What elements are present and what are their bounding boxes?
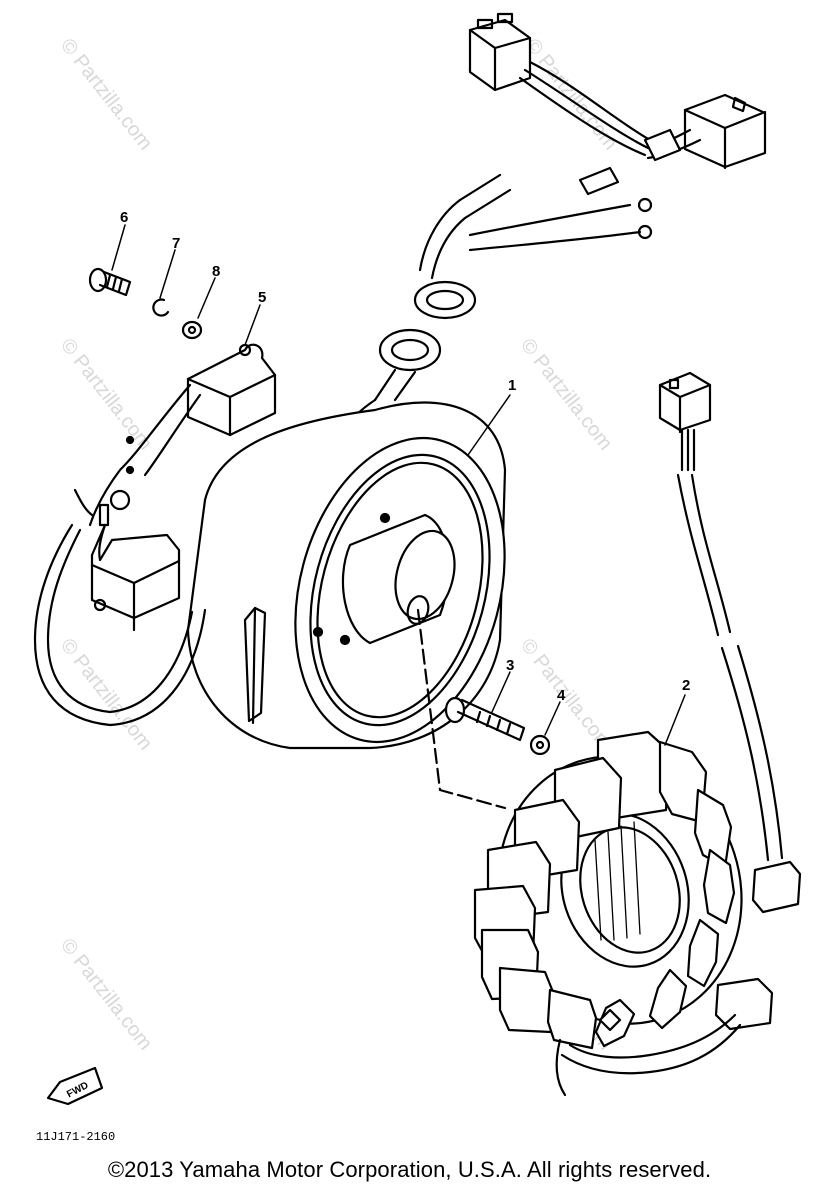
- harness-wires-top: [418, 60, 702, 280]
- washer-part-8: [181, 320, 203, 340]
- watermark: © Partzilla.com: [56, 335, 156, 455]
- watermark: © Partzilla.com: [516, 335, 616, 455]
- watermark: © Partzilla.com: [56, 635, 156, 755]
- rotor: [186, 401, 507, 750]
- copyright-notice: ©2013 Yamaha Motor Corporation, U.S.A. A…: [107, 1157, 712, 1182]
- callout-8: 8: [212, 263, 220, 280]
- callout-6: 6: [120, 209, 128, 226]
- callout-4: 4: [557, 687, 566, 704]
- washer-part-7: [152, 298, 170, 317]
- screw-part-6: [88, 267, 132, 297]
- grommet: [343, 280, 477, 432]
- watermark: © Partzilla.com: [56, 935, 156, 1055]
- washer-part-4: [529, 734, 551, 756]
- alignment-line: [416, 608, 507, 810]
- callout-3: 3: [506, 657, 514, 674]
- harness-connector-top: [468, 12, 767, 170]
- parts-diagram: © Partzilla.com © Partzilla.com © Partzi…: [33, 12, 802, 1144]
- pickup-coil-assembly: [33, 343, 277, 727]
- callout-5: 5: [258, 289, 266, 306]
- callout-7: 7: [172, 235, 180, 252]
- callout-1: 1: [508, 377, 516, 394]
- fwd-arrow-icon: [46, 1066, 104, 1106]
- callout-leaders: [111, 224, 686, 746]
- drawing-code: 11J171-2160: [36, 1130, 115, 1144]
- watermark: © Partzilla.com: [56, 35, 156, 155]
- watermark: © Partzilla.com: [516, 635, 616, 755]
- stator: [473, 730, 743, 1050]
- stator-lead-wire: [555, 371, 802, 1097]
- callout-2: 2: [682, 677, 690, 694]
- screw-part-3: [444, 696, 526, 742]
